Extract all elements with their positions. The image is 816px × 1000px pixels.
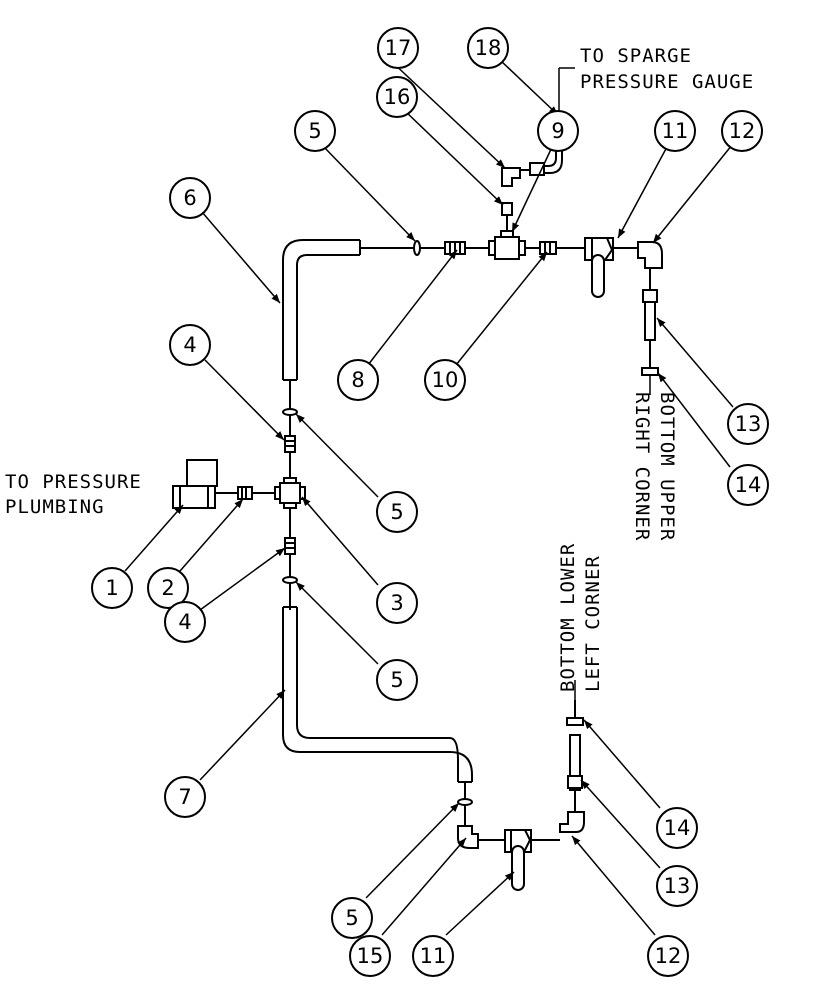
tube-6	[282, 239, 361, 381]
svg-text:11: 11	[662, 119, 689, 143]
callout-13-lower: 13	[656, 865, 698, 907]
svg-text:13: 13	[664, 874, 691, 898]
svg-text:15: 15	[357, 944, 384, 968]
callout-6: 6	[169, 177, 211, 219]
callout-13-upper: 13	[727, 403, 769, 445]
svg-text:6: 6	[183, 186, 196, 210]
leaders	[124, 59, 734, 936]
pressure-label-line2: PLUMBING	[5, 496, 105, 518]
fitting-2	[237, 486, 253, 500]
svg-text:5: 5	[390, 668, 403, 692]
components	[172, 113, 663, 891]
nipple-13-lower	[567, 734, 583, 791]
callout-2: 2	[147, 567, 189, 609]
svg-text:4: 4	[183, 333, 196, 357]
cross-3	[274, 477, 306, 509]
lower-corner-label-line2: LEFT CORNER	[582, 555, 604, 692]
svg-text:9: 9	[551, 119, 564, 143]
nipple-13-upper	[642, 289, 658, 341]
callout-18: 18	[467, 27, 509, 69]
ball-valve-11-upper	[584, 237, 614, 298]
bulkhead-14-upper	[641, 367, 659, 376]
callout-5-upper: 5	[376, 491, 418, 533]
svg-text:1: 1	[105, 576, 118, 600]
regulator-1	[172, 459, 218, 509]
svg-text:14: 14	[664, 816, 691, 840]
upper-corner-label-line2: RIGHT CORNER	[631, 392, 653, 541]
svg-text:5: 5	[345, 906, 358, 930]
svg-text:12: 12	[655, 944, 682, 968]
callout-4-lower: 4	[164, 601, 206, 643]
svg-text:16: 16	[384, 85, 411, 109]
elbow-17	[501, 167, 521, 187]
callout-12-lower: 12	[647, 935, 689, 977]
callout-5-bottom: 5	[331, 897, 373, 939]
callout-15: 15	[349, 935, 391, 977]
callout-10: 10	[424, 359, 466, 401]
svg-text:18: 18	[475, 36, 502, 60]
ball-valve-11-lower	[504, 829, 532, 891]
svg-text:3: 3	[390, 591, 403, 615]
callout-4-upper: 4	[169, 324, 211, 366]
callout-14-upper: 14	[727, 464, 769, 506]
callout-5-mid: 5	[376, 659, 418, 701]
svg-text:11: 11	[420, 944, 447, 968]
piping	[215, 169, 651, 841]
callout-1: 1	[91, 567, 133, 609]
tee-9	[488, 230, 526, 260]
bushing-16	[501, 202, 513, 216]
nipple-4-upper	[284, 435, 296, 453]
callout-17: 17	[377, 27, 419, 69]
svg-text:13: 13	[735, 412, 762, 436]
sparge-label-line1: TO SPARGE	[580, 45, 692, 67]
svg-text:5: 5	[390, 500, 403, 524]
callout-7: 7	[164, 776, 206, 818]
svg-text:12: 12	[729, 119, 756, 143]
callout-8: 8	[337, 359, 379, 401]
elbow-12-upper	[637, 241, 663, 269]
clamp-5-lower	[282, 576, 298, 584]
svg-text:4: 4	[178, 610, 191, 634]
svg-text:17: 17	[385, 36, 412, 60]
tube-7	[282, 606, 473, 783]
upper-corner-label-line1: BOTTOM UPPER	[656, 392, 678, 541]
fitting-10	[539, 241, 557, 255]
callout-5-top: 5	[294, 110, 336, 152]
callout-11-lower: 11	[412, 935, 454, 977]
pressure-label-line1: TO PRESSURE	[5, 471, 142, 493]
callout-12-upper: 12	[721, 110, 763, 152]
svg-text:8: 8	[351, 368, 364, 392]
callout-14-lower: 14	[656, 807, 698, 849]
callout-3: 3	[376, 582, 418, 624]
svg-text:2: 2	[161, 576, 174, 600]
callout-16: 16	[376, 76, 418, 118]
callout-9: 9	[537, 110, 579, 152]
sparge-label-line2: PRESSURE GAUGE	[580, 71, 754, 93]
clamp-5-bottom	[457, 798, 473, 806]
callout-bubbles: 17 18 16 5 9 11 12 6 4 8 10 5 13 14 1 2 …	[91, 27, 769, 977]
clamp-5-top	[413, 240, 421, 256]
svg-text:14: 14	[735, 473, 762, 497]
nipple-4-lower	[284, 537, 296, 555]
svg-text:7: 7	[178, 785, 191, 809]
elbow-12-lower	[559, 811, 585, 833]
clamp-5-upper	[282, 408, 298, 416]
callout-11-upper: 11	[654, 110, 696, 152]
svg-text:5: 5	[308, 119, 321, 143]
lower-corner-label-line1: BOTTOM LOWER	[557, 543, 579, 692]
svg-text:10: 10	[432, 368, 459, 392]
bulkhead-14-lower	[566, 717, 584, 726]
